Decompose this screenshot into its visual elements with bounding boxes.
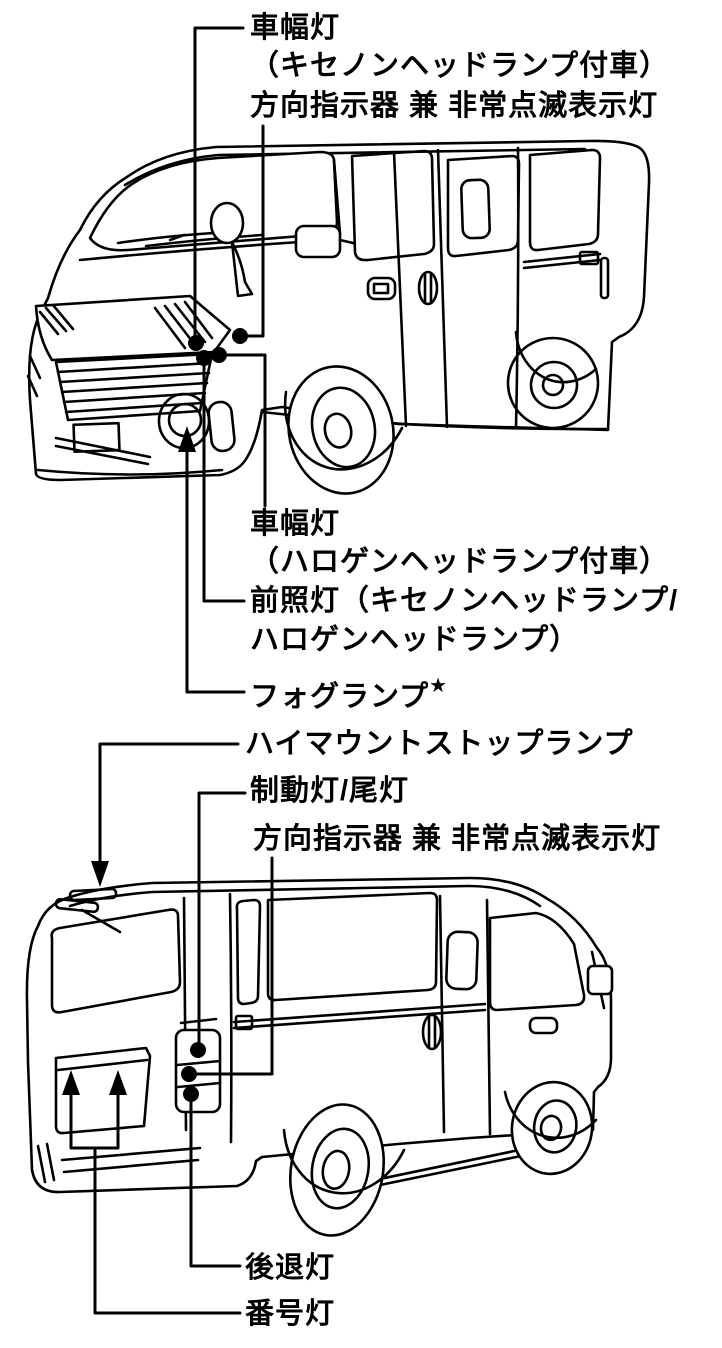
label-brake-tail: 制動灯/尾灯 (250, 775, 410, 807)
callout-dot-clearance-xenon (188, 335, 204, 351)
rear-van-front-door-handle (528, 1016, 559, 1035)
front-van-grille-slats (56, 361, 212, 414)
rear-van-door-mirror (586, 964, 614, 996)
front-van-small-door-window (460, 178, 491, 240)
rear-bumper-corner-hatching (36, 1142, 56, 1184)
rear-license-recess (54, 1046, 152, 1135)
front-van-illustration (26, 139, 651, 495)
leader-reverse-lamp (189, 1097, 242, 1268)
rear-van-front-fender-arch (503, 1090, 598, 1140)
front-van-front-door-handle-detail (372, 282, 390, 295)
label-fog-lamp-text: フォグランプ (250, 681, 430, 713)
label-headlamp-line1: 前照灯（キセノンヘッドランプ/ (250, 585, 679, 617)
arrowhead-fog-lamp (178, 426, 196, 452)
rear-van-front-door-window (488, 911, 586, 1012)
callout-dot-headlamp (196, 350, 212, 366)
front-van-rear-fender-arch (514, 330, 598, 384)
arrowhead-license-right (109, 1070, 127, 1095)
front-van-molding-end (578, 250, 600, 266)
label-clearance-xenon-line2: （キセノンヘッドランプ付車） (250, 50, 670, 82)
leader-clearance-halogen (222, 353, 267, 508)
rear-license-recess-lip (56, 1058, 149, 1072)
label-clearance-xenon-line1: 車幅灯 (250, 12, 341, 44)
front-van-door-seam-2 (436, 148, 449, 429)
rear-wiper-blade (54, 897, 100, 914)
rear-van-front-wheel (510, 1080, 594, 1176)
rear-van-handle-stripes (427, 1015, 437, 1049)
label-license-plate-lamp: 番号灯 (245, 1298, 336, 1330)
callout-dot-turn-signal-front (232, 328, 248, 344)
rear-van-small-door-window (445, 930, 479, 991)
front-van-grille (54, 352, 214, 422)
front-van-sliding-door-handle-stripes (423, 272, 433, 304)
leader-brake-tail (197, 791, 247, 1046)
front-van-roof-inner-line (123, 147, 587, 187)
front-bumper-vent (207, 400, 236, 453)
front-van-sliding-door-handle (417, 270, 439, 306)
rear-van-illustration (25, 876, 614, 1237)
front-van-rear-edge-detail (599, 256, 610, 300)
callout-dot-reverse-lamp (183, 1086, 199, 1102)
rear-window (50, 908, 182, 1014)
front-van-door-seam-1 (392, 150, 408, 428)
rear-van-rear-fender-arch (282, 1128, 406, 1195)
label-high-mount-stop: ハイマウントストップランプ (245, 728, 634, 760)
front-van-quarter-window (528, 148, 602, 252)
leader-clearance-xenon (193, 26, 245, 342)
front-van-door-mirror-arm (338, 238, 355, 245)
front-van-b-pillar (332, 158, 342, 236)
label-turn-signal-rear: 方向指示器 兼 非常点滅表示灯 (253, 823, 662, 855)
leader-fog-lamp (185, 446, 246, 694)
front-van-fender-mirror-stalk (230, 240, 254, 298)
callout-dot-clearance-halogen (211, 347, 227, 363)
label-headlamp-line2: ハロゲンヘッドランプ） (250, 624, 580, 656)
front-van-front-door-handle (366, 276, 397, 301)
rear-van-quarter-window (235, 898, 262, 1006)
arrowhead-high-mount (91, 861, 109, 887)
front-van-door-mirror (294, 224, 342, 259)
rear-bumper-step-lines (60, 1146, 202, 1174)
high-mount-stop-lamp (68, 887, 118, 902)
rear-corner-pillar-seam (228, 892, 233, 1144)
front-van-fender-mirror (209, 201, 245, 245)
tail-lamp-dividers (175, 1059, 222, 1089)
front-van-side-molding (522, 252, 602, 270)
left-headlamp-hatching (38, 303, 75, 336)
callout-dot-brake-tail (190, 1042, 206, 1058)
rear-van-sliding-window (266, 891, 439, 1002)
rear-van-roof-inner-line (68, 884, 542, 908)
headlamp-lens-hatching (153, 300, 214, 350)
callout-leaders (62, 26, 274, 1315)
callout-dot-turn-signal-rear (181, 1066, 197, 1082)
front-bumper-lip-lines (54, 436, 152, 466)
front-van-rear-wheel (506, 336, 600, 430)
label-fog-lamp: フォグランプ★ (250, 670, 447, 713)
label-turn-signal-front: 方向指示器 兼 非常点滅表示灯 (250, 90, 659, 122)
footnote-star-icon: ★ (429, 675, 448, 697)
front-bumper-bottom-line (36, 468, 224, 476)
leader-license-lamp (69, 1086, 242, 1315)
label-reverse-lamp: 後退灯 (245, 1252, 336, 1284)
arrowhead-license-left (62, 1070, 80, 1095)
rear-van-molding-end (234, 1014, 254, 1031)
front-license-plate (72, 421, 121, 454)
front-van-front-fender-arch (283, 390, 404, 471)
front-van-windshield (88, 150, 339, 252)
leader-turn-signal-front (243, 124, 265, 338)
front-van-wipers (116, 229, 264, 248)
front-van-sliding-door-window (446, 154, 521, 258)
leader-high-mount (98, 742, 240, 864)
rear-wiper-arm (80, 908, 122, 934)
rear-van-side-molding (232, 1002, 487, 1030)
leader-turn-signal-rear (194, 856, 274, 1076)
rear-van-door-seam-2 (485, 898, 492, 1136)
front-van-door-window (350, 149, 436, 262)
front-left-edge-hatching (26, 354, 42, 398)
leader-headlamp (202, 361, 246, 603)
label-clearance-halogen-line1: 車幅灯 (250, 508, 341, 540)
label-clearance-halogen-line2: （ハロゲンヘッドランプ付車） (250, 546, 670, 578)
